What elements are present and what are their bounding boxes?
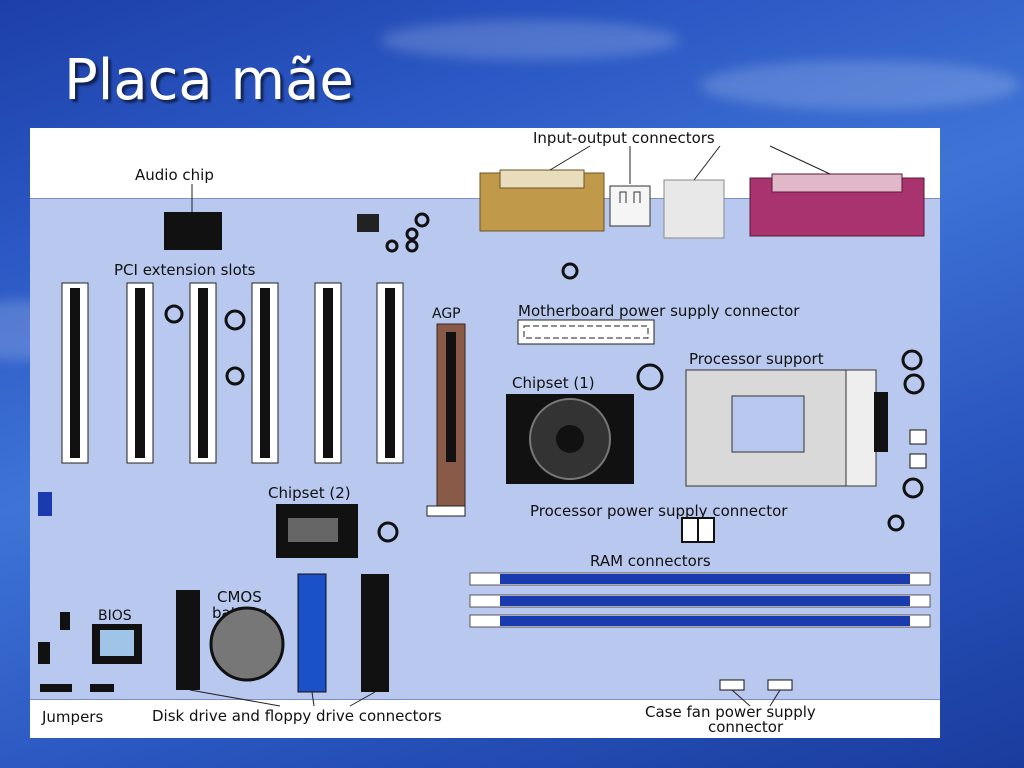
label-ram: RAM connectors — [590, 552, 711, 570]
connector-small — [38, 492, 52, 516]
label-cmos-1: CMOS — [217, 588, 262, 606]
label-disk: Disk drive and floppy drive connectors — [152, 707, 442, 725]
label-case-fan-2: connector — [708, 718, 784, 736]
small-chip — [357, 214, 379, 232]
connector-small — [909, 453, 927, 469]
label-audio-chip: Audio chip — [135, 166, 214, 184]
case-fan-connector — [767, 679, 793, 691]
io-connectors — [479, 145, 925, 239]
jumper-block — [38, 642, 50, 664]
ram-connectors — [469, 572, 931, 628]
diagram-canvas: Input-output connectors Audio chip PCI e… — [38, 129, 931, 736]
slide-title: Placa mãe — [64, 48, 354, 113]
disk-leaders — [189, 689, 376, 707]
ide-connector — [297, 573, 327, 693]
label-pci-slots: PCI extension slots — [114, 261, 256, 279]
mb-power-connector — [517, 319, 655, 345]
jumper-block — [60, 612, 70, 630]
label-processor-support: Processor support — [689, 350, 824, 368]
motherboard-diagram: Input-output connectors Audio chip PCI e… — [30, 128, 940, 738]
floppy-connector — [176, 590, 200, 690]
background-streak — [700, 60, 1020, 110]
ide-connector — [361, 574, 389, 692]
label-case-fan-1: Case fan power supply — [645, 703, 816, 721]
label-proc-power: Processor power supply connector — [530, 502, 788, 520]
connector-small — [909, 429, 927, 445]
jumper-block — [40, 684, 72, 692]
jumper-block — [90, 684, 114, 692]
mounting-holes — [164, 212, 925, 543]
label-jumpers: Jumpers — [41, 708, 103, 726]
pci-slots — [61, 282, 404, 464]
case-fan-connector — [719, 679, 745, 691]
label-agp: AGP — [432, 306, 461, 322]
audio-chip — [164, 212, 222, 250]
label-chipset2: Chipset (2) — [268, 484, 351, 502]
background-streak — [380, 20, 680, 60]
label-io-connectors: Input-output connectors — [533, 129, 715, 147]
label-mb-power: Motherboard power supply connector — [518, 302, 800, 320]
label-chipset1: Chipset (1) — [512, 374, 595, 392]
label-bios: BIOS — [98, 608, 132, 624]
cmos-battery — [209, 606, 285, 682]
